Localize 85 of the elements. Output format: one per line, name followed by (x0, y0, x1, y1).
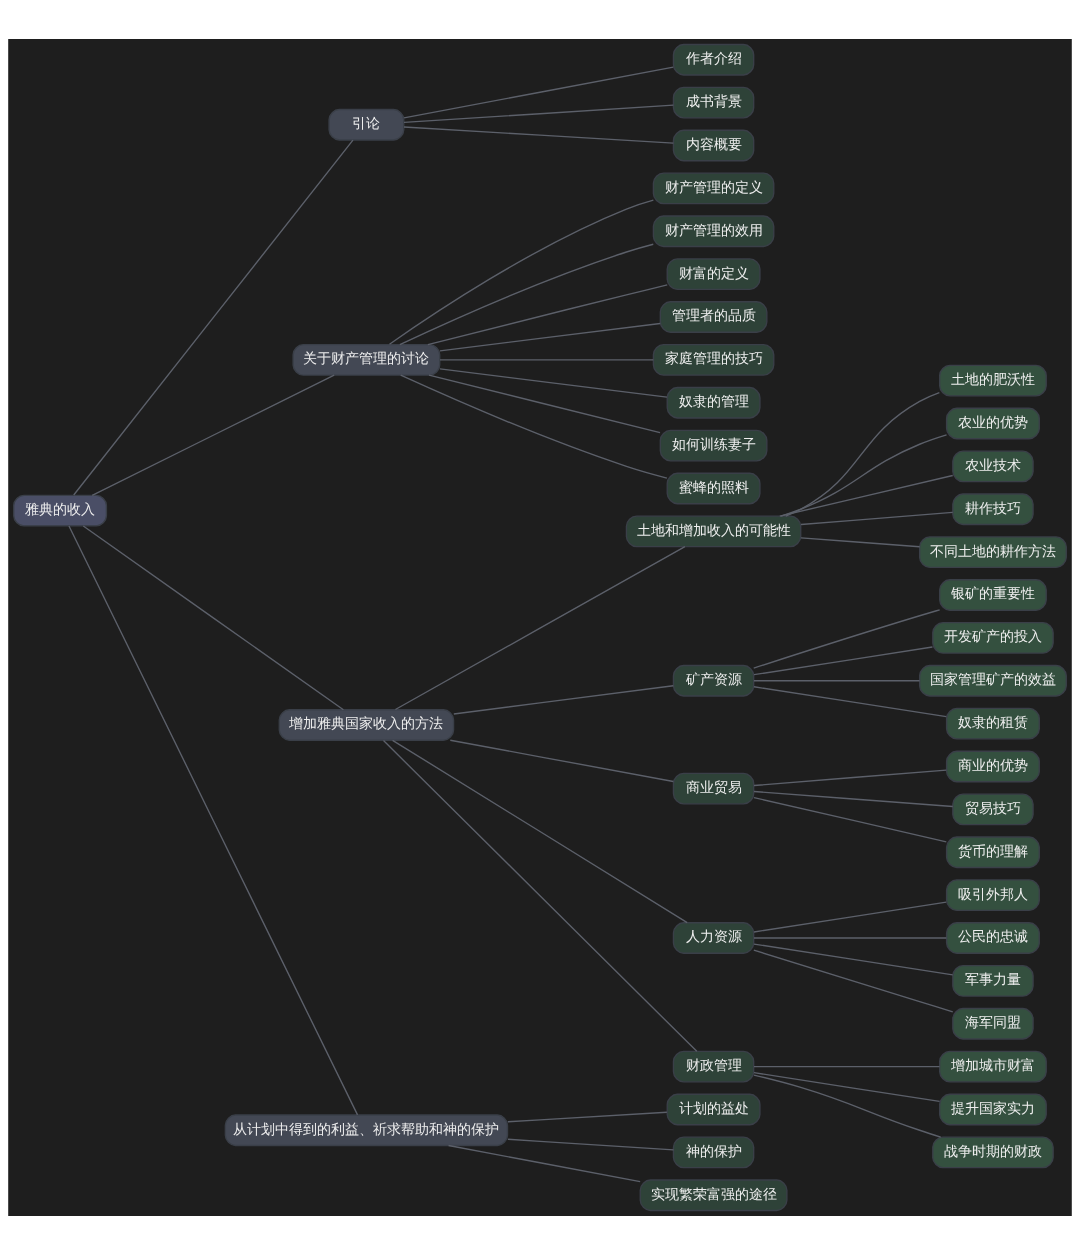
connector (753, 646, 934, 676)
connector (394, 546, 686, 711)
node-box: 计划的益处 (666, 1093, 761, 1126)
node-box: 作者介绍 (672, 43, 755, 76)
node-box: 增加雅典国家收入的方法 (278, 709, 455, 741)
connector (753, 949, 954, 1013)
node-box: 战争时期的财政 (932, 1136, 1054, 1169)
node-box: 财富的定义 (666, 258, 761, 291)
connector (785, 391, 941, 517)
node-box: 商业的优势 (945, 750, 1040, 783)
node-box: 不同土地的耕作方法 (918, 536, 1067, 569)
connector (753, 943, 954, 976)
node-box: 公民的忠诚 (945, 922, 1040, 954)
node-box: 从计划中得到的利益、祈求帮助和神的保护 (224, 1114, 509, 1147)
connector (82, 525, 345, 711)
connector (800, 511, 954, 526)
node-box: 引论 (328, 108, 405, 141)
connector (753, 1072, 941, 1103)
connector (427, 284, 668, 346)
node-box: 农业技术 (952, 450, 1034, 483)
connector (800, 537, 921, 548)
node-box: 银矿的重要性 (939, 579, 1047, 611)
connector (449, 739, 675, 783)
connector (403, 66, 675, 119)
node-box: 神的保护 (672, 1136, 755, 1169)
connector (753, 1065, 941, 1068)
connector (753, 796, 947, 843)
node-box: 内容概要 (672, 129, 755, 162)
node-box: 货币的理解 (945, 836, 1040, 869)
node-box: 矿产资源 (672, 664, 755, 697)
connector (753, 1074, 942, 1138)
node-box: 财政管理 (672, 1050, 755, 1083)
connector (753, 686, 947, 718)
node-box: 财产管理的定义 (652, 172, 775, 205)
connector (403, 104, 675, 124)
connector (403, 126, 675, 144)
node-box: 农业的优势 (945, 407, 1040, 440)
node-box: 土地和增加收入的可能性 (625, 515, 802, 548)
connector (507, 1138, 675, 1151)
node-box: 吸引外邦人 (945, 879, 1040, 912)
node-box: 财产管理的效用 (652, 215, 775, 248)
node-box: 商业贸易 (672, 772, 755, 805)
connector (400, 374, 668, 479)
connector (780, 434, 948, 517)
connector (753, 769, 947, 787)
node-box: 增加城市财富 (939, 1050, 1047, 1083)
node-box: 耕作技巧 (952, 493, 1034, 526)
connector (439, 368, 668, 398)
node-box: 管理者的品质 (659, 301, 768, 333)
connector (439, 359, 654, 361)
node-box: 提升国家实力 (939, 1093, 1047, 1126)
connector (439, 322, 661, 352)
node-box: 人力资源 (672, 922, 755, 954)
connector (507, 1111, 668, 1123)
node-box: 雅典的收入 (13, 494, 108, 527)
node-box: 如何训练妻子 (659, 429, 768, 462)
connector (753, 790, 954, 808)
node-box: 实现繁荣富强的途径 (639, 1179, 788, 1212)
connector (68, 525, 359, 1116)
node-box: 贸易技巧 (952, 793, 1034, 826)
connector (447, 1144, 641, 1183)
node-box: 成书背景 (672, 86, 755, 119)
connector (73, 139, 354, 496)
connector (453, 685, 674, 715)
connector (428, 374, 661, 434)
connector (753, 937, 947, 939)
node-box: 国家管理矿产的效益 (918, 664, 1067, 697)
connector (753, 901, 947, 933)
node-box: 奴隶的租赁 (945, 707, 1040, 740)
node-box: 家庭管理的技巧 (652, 343, 775, 376)
node-box: 土地的肥沃性 (939, 364, 1047, 397)
node-box: 开发矿产的投入 (932, 621, 1054, 654)
node-box: 蜜蜂的照料 (666, 472, 761, 505)
node-box: 奴隶的管理 (666, 386, 761, 419)
connector (382, 739, 698, 1053)
connector (391, 739, 688, 924)
node-box: 海军同盟 (952, 1007, 1034, 1040)
connector (753, 609, 941, 669)
connector (388, 199, 655, 345)
connector (399, 243, 654, 346)
connector (753, 680, 921, 682)
connector (779, 474, 954, 517)
node-box: 关于财产管理的讨论 (292, 343, 441, 376)
node-box: 军事力量 (952, 964, 1034, 997)
connector (91, 374, 335, 497)
